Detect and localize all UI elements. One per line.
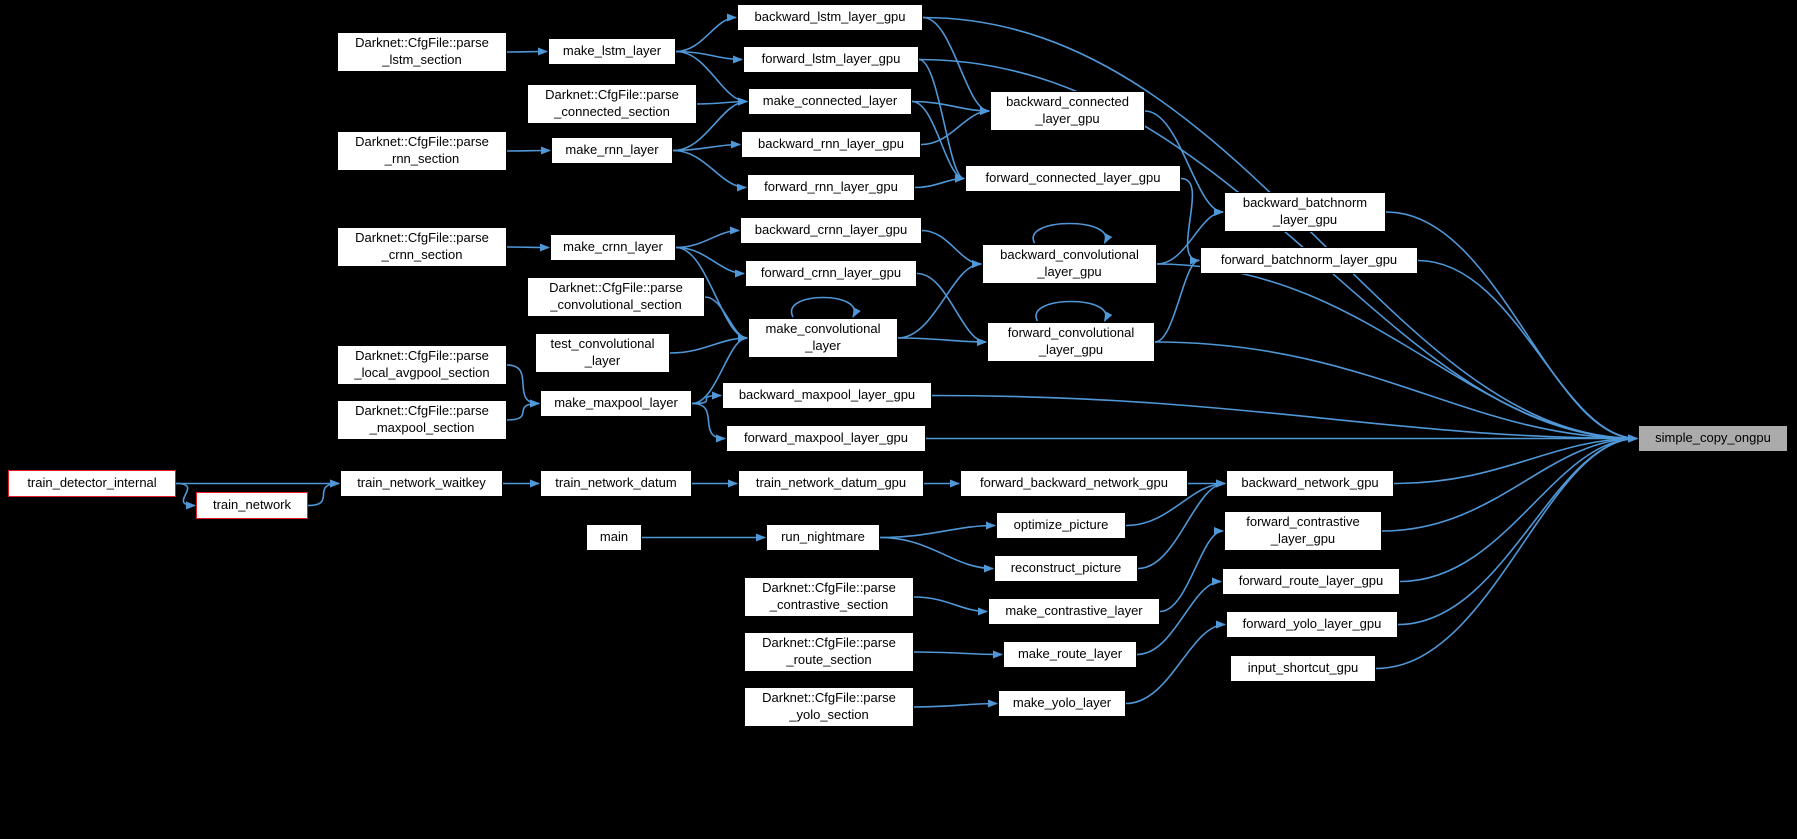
node-make_rnn_layer[interactable]: make_rnn_layer [551, 137, 673, 164]
edge-parse_maxpool_section-to-make_maxpool_layer [506, 399, 540, 421]
edge-parse_contrastive_section-to-make_contrastive_layer [913, 596, 988, 616]
edge-forward_convolutional_layer_gpu-to-simple_copy_ongpu [1154, 341, 1638, 443]
edge-parse_yolo_section-to-make_yolo_layer [913, 699, 998, 708]
node-input_shortcut_gpu[interactable]: input_shortcut_gpu [1230, 655, 1376, 682]
edge-make_maxpool_layer-to-forward_maxpool_layer_gpu [691, 402, 726, 443]
edge-forward_lstm_layer_gpu-to-forward_connected_layer_gpu [918, 58, 965, 183]
edge-make_convolutional_layer-to-make_convolutional_layer [790, 296, 861, 318]
edge-forward_crnn_layer_gpu-to-forward_convolutional_layer_gpu [916, 272, 987, 346]
edge-input_shortcut_gpu-to-simple_copy_ongpu [1375, 434, 1638, 670]
edge-forward_route_layer_gpu-to-simple_copy_ongpu [1399, 434, 1638, 583]
node-backward_batchnorm_layer_gpu[interactable]: backward_batchnorm _layer_gpu [1224, 192, 1386, 232]
node-train_detector_internal[interactable]: train_detector_internal [8, 470, 176, 497]
edge-forward_rnn_layer_gpu-to-forward_connected_layer_gpu [914, 174, 965, 189]
node-make_maxpool_layer[interactable]: make_maxpool_layer [540, 390, 692, 417]
node-main[interactable]: main [586, 524, 642, 551]
edge-train_network-to-train_network_waitkey [307, 479, 340, 507]
node-parse_local_avgpool_section[interactable]: Darknet::CfgFile::parse _local_avgpool_s… [337, 345, 507, 385]
edge-backward_batchnorm_layer_gpu-to-simple_copy_ongpu [1385, 211, 1638, 443]
node-forward_route_layer_gpu[interactable]: forward_route_layer_gpu [1222, 568, 1400, 595]
node-backward_lstm_layer_gpu[interactable]: backward_lstm_layer_gpu [737, 4, 923, 31]
node-parse_crnn_section[interactable]: Darknet::CfgFile::parse _crnn_section [337, 227, 507, 267]
edge-train_detector_internal-to-train_network [175, 482, 196, 510]
node-backward_connected_layer_gpu[interactable]: backward_connected _layer_gpu [990, 91, 1145, 131]
edge-make_lstm_layer-to-backward_lstm_layer_gpu [675, 13, 737, 53]
edge-parse_lstm_section-to-make_lstm_layer [506, 47, 548, 56]
edge-forward_convolutional_layer_gpu-to-forward_convolutional_layer_gpu [1035, 300, 1113, 322]
edge-backward_convolutional_layer_gpu-to-simple_copy_ongpu [1156, 263, 1638, 443]
node-forward_connected_layer_gpu[interactable]: forward_connected_layer_gpu [965, 165, 1181, 192]
node-forward_lstm_layer_gpu[interactable]: forward_lstm_layer_gpu [743, 46, 919, 73]
node-parse_lstm_section[interactable]: Darknet::CfgFile::parse _lstm_section [337, 32, 507, 72]
node-test_convolutional_layer[interactable]: test_convolutional _layer [535, 333, 670, 373]
edge-backward_connected_layer_gpu-to-backward_batchnorm_layer_gpu [1144, 110, 1224, 216]
node-forward_crnn_layer_gpu[interactable]: forward_crnn_layer_gpu [745, 260, 917, 287]
node-train_network_datum[interactable]: train_network_datum [540, 470, 692, 497]
edge-make_crnn_layer-to-forward_crnn_layer_gpu [675, 246, 745, 278]
edge-forward_contrastive_layer_gpu-to-simple_copy_ongpu [1381, 434, 1638, 532]
edge-backward_rnn_layer_gpu-to-backward_connected_layer_gpu [920, 107, 990, 146]
node-train_network_datum_gpu[interactable]: train_network_datum_gpu [738, 470, 924, 497]
node-make_lstm_layer[interactable]: make_lstm_layer [548, 38, 676, 65]
node-simple_copy_ongpu: simple_copy_ongpu [1638, 425, 1788, 452]
node-reconstruct_picture[interactable]: reconstruct_picture [994, 555, 1138, 582]
edge-forward_yolo_layer_gpu-to-simple_copy_ongpu [1397, 434, 1638, 626]
node-forward_rnn_layer_gpu[interactable]: forward_rnn_layer_gpu [747, 174, 915, 201]
node-forward_maxpool_layer_gpu[interactable]: forward_maxpool_layer_gpu [726, 425, 926, 452]
node-make_route_layer[interactable]: make_route_layer [1003, 641, 1137, 668]
node-backward_rnn_layer_gpu[interactable]: backward_rnn_layer_gpu [741, 131, 921, 158]
edge-parse_crnn_section-to-make_crnn_layer [506, 243, 550, 252]
node-make_convolutional_layer[interactable]: make_convolutional _layer [748, 318, 898, 358]
edge-backward_maxpool_layer_gpu-to-simple_copy_ongpu [931, 394, 1638, 443]
node-make_contrastive_layer[interactable]: make_contrastive_layer [988, 598, 1160, 625]
edge-forward_batchnorm_layer_gpu-to-simple_copy_ongpu [1417, 259, 1638, 443]
edge-forward_convolutional_layer_gpu-to-forward_batchnorm_layer_gpu [1154, 256, 1200, 343]
edge-run_nightmare-to-reconstruct_picture [879, 536, 994, 573]
edge-make_contrastive_layer-to-forward_contrastive_layer_gpu [1159, 527, 1224, 613]
node-parse_convolutional_section[interactable]: Darknet::CfgFile::parse _convolutional_s… [527, 277, 705, 317]
node-run_nightmare[interactable]: run_nightmare [766, 524, 880, 551]
edge-reconstruct_picture-to-backward_network_gpu [1137, 479, 1226, 570]
node-make_yolo_layer[interactable]: make_yolo_layer [998, 690, 1126, 717]
edge-backward_convolutional_layer_gpu-to-backward_convolutional_layer_gpu [1032, 222, 1113, 244]
node-backward_convolutional_layer_gpu[interactable]: backward_convolutional _layer_gpu [982, 244, 1157, 284]
node-forward_yolo_layer_gpu[interactable]: forward_yolo_layer_gpu [1226, 611, 1398, 638]
node-make_connected_layer[interactable]: make_connected_layer [748, 88, 912, 115]
node-forward_backward_network_gpu[interactable]: forward_backward_network_gpu [960, 470, 1188, 497]
edge-backward_network_gpu-to-simple_copy_ongpu [1393, 434, 1638, 485]
node-train_network[interactable]: train_network [196, 492, 308, 519]
edge-parse_rnn_section-to-make_rnn_layer [506, 146, 551, 155]
node-backward_network_gpu[interactable]: backward_network_gpu [1226, 470, 1394, 497]
edge-optimize_picture-to-backward_network_gpu [1125, 479, 1226, 527]
edge-make_maxpool_layer-to-backward_maxpool_layer_gpu [691, 391, 722, 405]
edge-make_convolutional_layer-to-backward_convolutional_layer_gpu [897, 260, 982, 339]
edge-make_maxpool_layer-to-make_convolutional_layer [691, 334, 748, 405]
node-backward_crnn_layer_gpu[interactable]: backward_crnn_layer_gpu [740, 217, 922, 244]
edge-make_crnn_layer-to-backward_crnn_layer_gpu [675, 226, 740, 249]
node-train_network_waitkey[interactable]: train_network_waitkey [340, 470, 503, 497]
node-optimize_picture[interactable]: optimize_picture [996, 512, 1126, 539]
edge-backward_crnn_layer_gpu-to-backward_convolutional_layer_gpu [921, 229, 982, 268]
edge-run_nightmare-to-optimize_picture [879, 521, 996, 539]
node-parse_connected_section[interactable]: Darknet::CfgFile::parse _connected_secti… [527, 84, 697, 124]
edge-make_rnn_layer-to-forward_rnn_layer_gpu [672, 149, 747, 192]
edge-backward_convolutional_layer_gpu-to-backward_batchnorm_layer_gpu [1156, 208, 1224, 265]
node-parse_contrastive_section[interactable]: Darknet::CfgFile::parse _contrastive_sec… [744, 577, 914, 617]
edge-make_convolutional_layer-to-forward_convolutional_layer_gpu [897, 337, 987, 346]
node-forward_contrastive_layer_gpu[interactable]: forward_contrastive _layer_gpu [1224, 511, 1382, 551]
node-parse_route_section[interactable]: Darknet::CfgFile::parse _route_section [744, 632, 914, 672]
node-make_crnn_layer[interactable]: make_crnn_layer [550, 234, 676, 261]
node-forward_batchnorm_layer_gpu[interactable]: forward_batchnorm_layer_gpu [1200, 247, 1418, 274]
node-parse_maxpool_section[interactable]: Darknet::CfgFile::parse _maxpool_section [337, 400, 507, 440]
edge-make_rnn_layer-to-make_connected_layer [672, 97, 748, 152]
node-parse_yolo_section[interactable]: Darknet::CfgFile::parse _yolo_section [744, 687, 914, 727]
edge-parse_route_section-to-make_route_layer [913, 650, 1003, 659]
node-parse_rnn_section[interactable]: Darknet::CfgFile::parse _rnn_section [337, 131, 507, 171]
node-backward_maxpool_layer_gpu[interactable]: backward_maxpool_layer_gpu [722, 382, 932, 409]
edge-make_route_layer-to-forward_route_layer_gpu [1136, 577, 1222, 656]
node-forward_convolutional_layer_gpu[interactable]: forward_convolutional _layer_gpu [987, 322, 1155, 362]
edge-make_yolo_layer-to-forward_yolo_layer_gpu [1125, 620, 1226, 705]
